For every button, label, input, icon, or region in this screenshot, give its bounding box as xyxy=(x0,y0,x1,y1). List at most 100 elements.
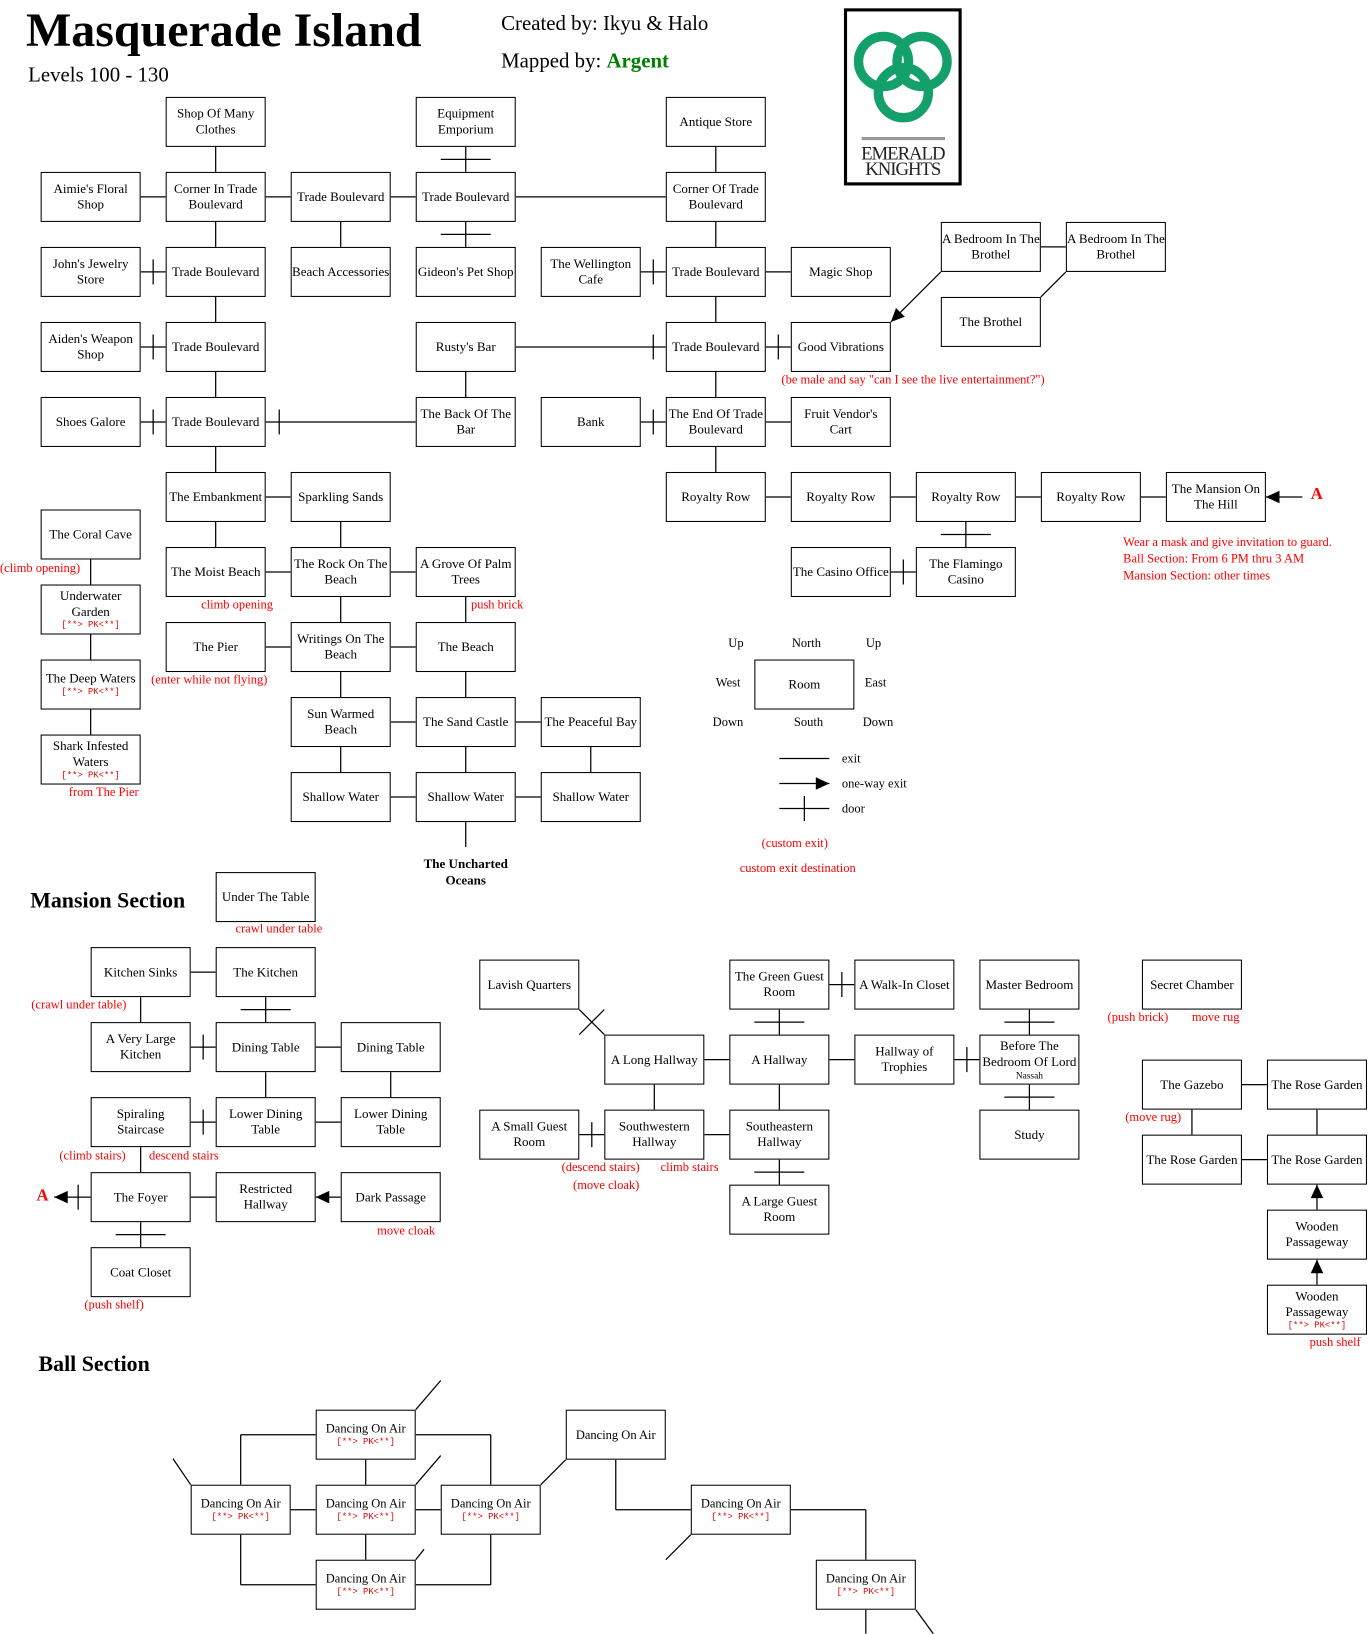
room-box: Shoes Galore xyxy=(40,396,141,447)
room-box: A Large Guest Room xyxy=(729,1184,830,1235)
room-box: Dark Passage xyxy=(340,1172,441,1223)
room-box: The Pier xyxy=(165,622,266,673)
room-box: Shallow Water xyxy=(415,772,516,823)
room-name: Good Vibrations xyxy=(797,339,884,354)
room-name: Trade Boulevard xyxy=(296,189,385,204)
door-mark xyxy=(578,1009,605,1036)
room-name: Sun Warmed Beach xyxy=(307,706,375,737)
room-name: Royalty Row xyxy=(931,489,1001,504)
pk-zone-tag: [**> PK<**] xyxy=(336,1511,395,1523)
note-label: (push brick) xyxy=(1107,1009,1169,1025)
room-box: The Deep Waters[**> PK<**] xyxy=(40,659,141,710)
legend-label: South xyxy=(793,714,824,730)
room-box: Under The Table xyxy=(215,872,316,923)
room-name: A Large Guest Room xyxy=(741,1194,818,1225)
note-label: climb opening xyxy=(201,597,273,612)
level-range: Levels 100 - 130 xyxy=(28,63,169,87)
room-box: Spiraling Staircase xyxy=(90,1097,191,1148)
room-name: Dancing On Air xyxy=(575,1426,656,1442)
pk-zone-tag: [**> PK<**] xyxy=(1287,1319,1347,1330)
ball-section-heading: Ball Section xyxy=(38,1351,150,1377)
diagonal-exit-line xyxy=(415,1380,442,1411)
room-name: Aimie's Floral Shop xyxy=(53,181,128,212)
one-way-arrow-icon xyxy=(54,1190,68,1204)
room-box: The Beach xyxy=(415,622,516,673)
room-name: Lower Dining Table xyxy=(353,1106,428,1137)
note-label: move cloak xyxy=(377,1223,436,1238)
one-way-arrow-icon xyxy=(1310,1184,1324,1199)
room-name: Gideon's Pet Shop xyxy=(417,264,514,279)
note-label: Ball Section: From 6 PM thru 3 AM xyxy=(1123,551,1305,566)
room-name: Equipment Emporium xyxy=(437,106,495,137)
note-label: from The Pier xyxy=(68,784,139,800)
room-name: Restricted Hallway xyxy=(239,1181,293,1212)
room-name: Royalty Row xyxy=(1056,489,1126,504)
room-box: Writings On The Beach xyxy=(290,622,391,673)
room-box: Restricted Hallway xyxy=(215,1172,316,1223)
legend-label: Up xyxy=(865,635,882,651)
room-box: Gideon's Pet Shop xyxy=(415,246,516,297)
note-label: (crawl under table) xyxy=(31,997,127,1012)
room-name: A Hallway xyxy=(751,1051,808,1067)
room-box: Hallway of Trophies xyxy=(854,1034,955,1085)
note-label: (climb stairs) xyxy=(59,1148,126,1163)
room-box: Royalty Row xyxy=(790,471,891,522)
room-name: Study xyxy=(1014,1126,1045,1142)
room-name: Southeastern Hallway xyxy=(745,1119,813,1150)
room-box: The Rose Garden xyxy=(1141,1134,1242,1185)
legend-room-label: Room xyxy=(788,676,821,692)
note-label: push brick xyxy=(470,597,524,612)
room-name: Magic Shop xyxy=(809,264,873,279)
room-box: Equipment Emporium xyxy=(415,96,516,147)
room-name: The Deep Waters xyxy=(45,670,136,686)
room-name: A Small Guest Room xyxy=(491,1119,568,1150)
room-name: The Rose Garden xyxy=(1271,1151,1363,1167)
legend-label: Up xyxy=(728,635,744,651)
legend-custom-destination: custom exit destination xyxy=(739,860,856,876)
room-box: A Hallway xyxy=(729,1034,830,1085)
legend-label: West xyxy=(715,675,741,690)
room-name: Trade Boulevard xyxy=(672,264,760,279)
room-box: Shark Infested Waters[**> PK<**] xyxy=(40,734,141,785)
room-name: The End Of Trade Boulevard xyxy=(668,406,763,437)
room-name: Corner In Trade Boulevard xyxy=(174,181,258,212)
room-name: Lavish Quarters xyxy=(487,976,572,992)
pk-zone-tag: [**> PK<**] xyxy=(711,1511,771,1523)
room-box: Corner In Trade Boulevard xyxy=(165,171,266,222)
room-box: Royalty Row xyxy=(665,471,766,522)
room-box: The Peaceful Bay xyxy=(540,697,641,748)
pk-zone-tag: [**> PK<**] xyxy=(336,1586,395,1598)
room-box: Good Vibrations xyxy=(790,321,891,372)
room-box: The Back Of The Bar xyxy=(415,396,516,447)
room-box: Trade Boulevard xyxy=(665,321,766,372)
room-name: Southwestern Hallway xyxy=(618,1119,690,1150)
room-box: Antique Store xyxy=(665,96,766,147)
room-name: Coat Closet xyxy=(110,1264,172,1279)
legend-label: one-way exit xyxy=(841,776,907,791)
diagonal-exit-line xyxy=(540,1459,567,1486)
room-name: Dancing On Air xyxy=(700,1496,781,1511)
created-by: Created by: Ikyu & Halo xyxy=(501,12,709,36)
room-name: The Mansion On The Hill xyxy=(1171,481,1261,512)
room-name: A Bedroom In The Brothel xyxy=(1066,231,1165,262)
room-name: The Sand Castle xyxy=(423,714,509,729)
room-box: A Grove Of Palm Trees xyxy=(415,546,516,598)
room-box: The Rose Garden xyxy=(1266,1059,1367,1110)
room-box: Sun Warmed Beach xyxy=(290,697,391,748)
room-box: The Moist Beach xyxy=(165,546,266,598)
room-box: Corner Of Trade Boulevard xyxy=(665,171,766,222)
room-box: Lavish Quarters xyxy=(479,959,580,1010)
diagonal-exit-line xyxy=(1040,271,1067,298)
room-box: Trade Boulevard xyxy=(665,246,766,297)
room-box: John's Jewelry Store xyxy=(40,246,141,297)
room-name: Writings On The Beach xyxy=(296,631,385,662)
room-name: The Coral Cave xyxy=(49,526,132,542)
diagonal-exit-line xyxy=(415,1455,442,1486)
room-name: The Back Of The Bar xyxy=(420,406,511,437)
room-name: A Walk-In Closet xyxy=(859,976,950,992)
room-box: Aimie's Floral Shop xyxy=(40,171,141,222)
room-box: The Wellington Cafe xyxy=(540,246,641,297)
